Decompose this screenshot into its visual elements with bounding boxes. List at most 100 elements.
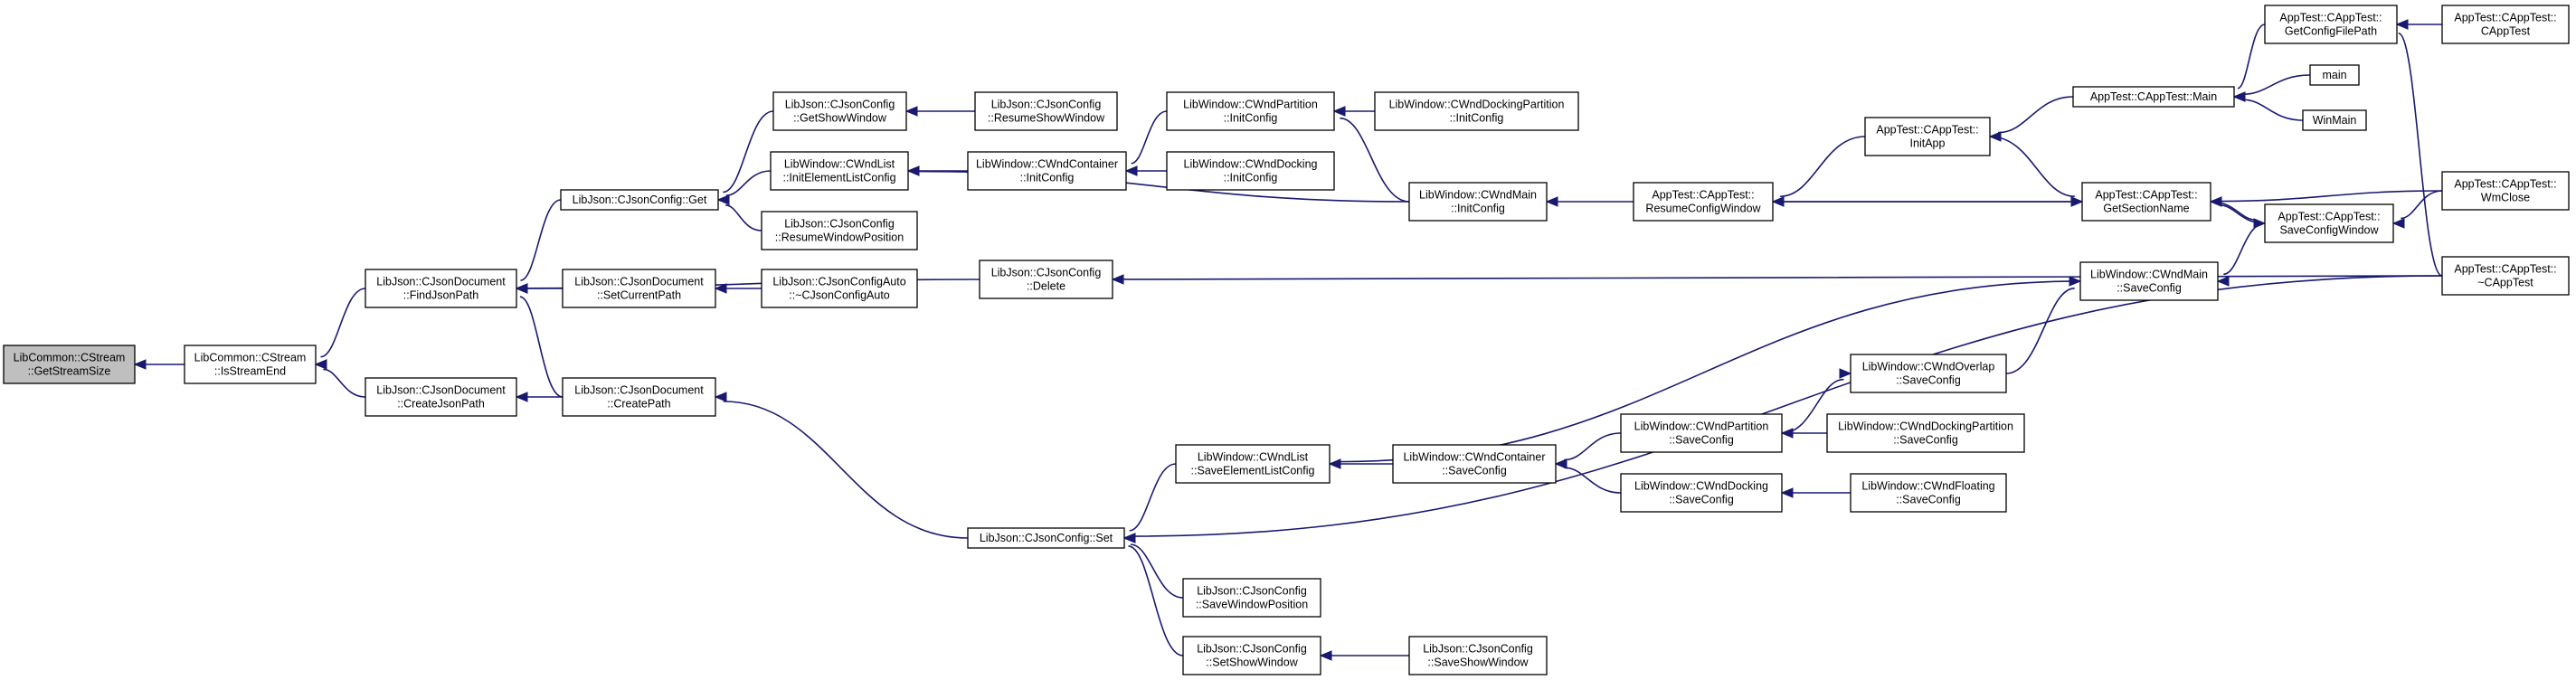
arrowhead-icon	[906, 165, 920, 176]
graph-node-main[interactable]: main	[2309, 64, 2360, 86]
node-label: ::ResumeWindowPosition	[775, 231, 904, 244]
graph-node-overlap_save[interactable]: LibWindow::CWndOverlap::SaveConfig	[1850, 354, 2007, 393]
graph-node-initapp[interactable]: AppTest::CAppTest::InitApp	[1864, 117, 1991, 156]
graph-node-saveshowwindow[interactable]: LibJson::CJsonConfig::SaveShowWindow	[1408, 636, 1548, 675]
node-box	[770, 151, 909, 191]
graph-node-dtor[interactable]: AppTest::CAppTest::~CAppTest	[2441, 256, 2570, 296]
node-box	[1374, 91, 1579, 131]
graph-node-main_init[interactable]: LibWindow::CWndMain::InitConfig	[1408, 182, 1548, 222]
call-edge	[904, 106, 975, 117]
graph-node-setshowwindow[interactable]: LibJson::CJsonConfig::SetShowWindow	[1182, 636, 1321, 675]
graph-node-main_save[interactable]: LibWindow::CWndMain::SaveConfig	[2079, 261, 2219, 301]
graph-node-dockpart_init[interactable]: LibWindow::CWndDockingPartition::InitCon…	[1374, 91, 1579, 131]
graph-node-saveconfigwindow[interactable]: AppTest::CAppTest::SaveConfigWindow	[2264, 203, 2394, 243]
edge-line	[1129, 463, 1177, 532]
node-label: ::GetStreamSize	[28, 365, 111, 378]
graph-node-isstreamend[interactable]: LibCommon::CStream::IsStreamEnd	[184, 345, 317, 384]
graph-node-dockpart_save[interactable]: LibWindow::CWndDockingPartition::SaveCon…	[1826, 413, 2025, 453]
node-box	[1850, 473, 2007, 513]
node-label: ::SaveWindowPosition	[1196, 599, 1308, 611]
node-label: LibJson::CJsonDocument	[574, 384, 704, 397]
node-label: AppTest::CAppTest::	[2454, 12, 2556, 24]
call-edge	[1780, 428, 1828, 439]
graph-node-partition_init[interactable]: LibWindow::CWndPartition::InitConfig	[1166, 91, 1335, 131]
node-label: LibJson::CJsonConfig	[991, 99, 1102, 111]
graph-node-list_saveelem[interactable]: LibWindow::CWndList::SaveElementListConf…	[1175, 444, 1331, 484]
graph-node-cfgauto_dtor[interactable]: LibJson::CJsonConfigAuto::~CJsonConfigAu…	[761, 269, 918, 308]
graph-node-list_initelem[interactable]: LibWindow::CWndList::InitElementListConf…	[770, 151, 909, 191]
node-box	[1850, 354, 2007, 393]
call-edge	[1773, 196, 2084, 207]
node-box	[2441, 171, 2570, 211]
graph-node-savewindowpos[interactable]: LibJson::CJsonConfig::SaveWindowPosition	[1182, 578, 1321, 618]
node-box	[1166, 151, 1335, 191]
node-label: LibWindow::CWndPartition	[1183, 99, 1318, 111]
graph-node-findjsonpath[interactable]: LibJson::CJsonDocument::FindJsonPath	[365, 269, 517, 308]
node-box	[2309, 64, 2360, 86]
graph-node-winmain[interactable]: WinMain	[2302, 109, 2367, 131]
node-box	[184, 345, 317, 384]
node-label: LibJson::CJsonConfig	[991, 267, 1102, 279]
node-label: ::InitConfig	[1224, 172, 1278, 184]
node-box	[1166, 91, 1335, 131]
call-edge	[1780, 487, 1852, 498]
call-edge	[716, 194, 762, 231]
graph-node-createjsonpath[interactable]: LibJson::CJsonDocument::CreateJsonPath	[365, 377, 517, 417]
graph-node-resumeconfigwindow[interactable]: AppTest::CAppTest::ResumeConfigWindow	[1633, 182, 1774, 222]
node-label: ::Delete	[1027, 280, 1065, 293]
node-box	[3, 345, 136, 384]
node-label: AppTest::CAppTest::	[2454, 263, 2556, 276]
graph-node-ctor[interactable]: AppTest::CAppTest::CAppTest	[2441, 5, 2570, 44]
node-box	[1826, 413, 2025, 453]
graph-node-getconfigfilepath[interactable]: AppTest::CAppTest::GetConfigFilePath	[2264, 5, 2398, 44]
call-edge	[1332, 106, 1410, 203]
graph-node-docking_init[interactable]: LibWindow::CWndDocking::InitConfig	[1166, 151, 1335, 191]
graph-node-apptest_main[interactable]: AppTest::CAppTest::Main	[2072, 86, 2235, 108]
call-edge	[1771, 136, 1866, 207]
call-edge	[1124, 165, 1168, 176]
node-label: ::SaveConfig	[1896, 374, 1961, 387]
node-label: LibWindow::CWndDocking	[1634, 480, 1768, 493]
node-label: ::SaveConfig	[1442, 465, 1507, 477]
graph-node-getshowwindow[interactable]: LibJson::CJsonConfig::GetShowWindow	[772, 91, 907, 131]
edge-line	[2237, 24, 2266, 90]
graph-node-container_init[interactable]: LibWindow::CWndContainer::InitConfig	[967, 151, 1127, 191]
node-label: ::SetShowWindow	[1206, 656, 1298, 669]
call-edge	[515, 199, 562, 294]
edge-line	[725, 170, 772, 196]
node-label: ::InitConfig	[1450, 112, 1504, 125]
graph-node-cfg_get[interactable]: LibJson::CJsonConfig::Get	[560, 189, 719, 211]
node-label: AppTest::CAppTest::	[2095, 189, 2197, 202]
graph-node-cfg_delete[interactable]: LibJson::CJsonConfig::Delete	[979, 260, 1113, 299]
edge-line	[1121, 275, 2443, 280]
graph-node-setcurrentpath[interactable]: LibJson::CJsonDocument::SetCurrentPath	[562, 269, 716, 308]
node-label: LibJson::CJsonConfig	[784, 218, 895, 231]
arrowhead-icon	[314, 359, 327, 370]
graph-node-createpath[interactable]: LibJson::CJsonDocument::CreatePath	[562, 377, 716, 417]
graph-node-cfg_set[interactable]: LibJson::CJsonConfig::Set	[967, 527, 1125, 549]
arrowhead-icon	[1111, 274, 1124, 285]
graph-node-container_save[interactable]: LibWindow::CWndContainer::SaveConfig	[1392, 444, 1557, 484]
edge-line	[323, 368, 366, 398]
graph-node-floating_save[interactable]: LibWindow::CWndFloating::SaveConfig	[1850, 473, 2007, 513]
graph-node-getsectionname[interactable]: AppTest::CAppTest::GetSectionName	[2081, 182, 2211, 222]
node-box	[1392, 444, 1557, 484]
node-box	[772, 91, 907, 131]
arrowhead-icon	[1839, 368, 1852, 379]
arrowhead-icon	[1122, 533, 1136, 543]
arrowhead-icon	[1328, 458, 1341, 469]
edge-line	[724, 203, 762, 231]
node-label: main	[2322, 69, 2346, 81]
graph-node-getstreamsize: LibCommon::CStream::GetStreamSize	[3, 345, 136, 384]
graph-node-partition_save[interactable]: LibWindow::CWndPartition::SaveConfig	[1620, 413, 1783, 453]
graph-node-wmclose[interactable]: AppTest::CAppTest::WmClose	[2441, 171, 2570, 211]
node-label: LibWindow::CWndList	[784, 158, 895, 171]
graph-node-docking_save[interactable]: LibWindow::CWndDocking::SaveConfig	[1620, 473, 1783, 513]
node-box	[365, 269, 517, 308]
graph-node-resumeshowwindow[interactable]: LibJson::CJsonConfig::ResumeShowWindow	[974, 91, 1118, 131]
arrowhead-icon	[2232, 91, 2246, 102]
graph-node-resumewindowpos[interactable]: LibJson::CJsonConfig::ResumeWindowPositi…	[761, 211, 918, 250]
call-edge	[1111, 274, 2443, 285]
node-box	[562, 377, 716, 417]
arrowhead-icon	[714, 283, 727, 294]
